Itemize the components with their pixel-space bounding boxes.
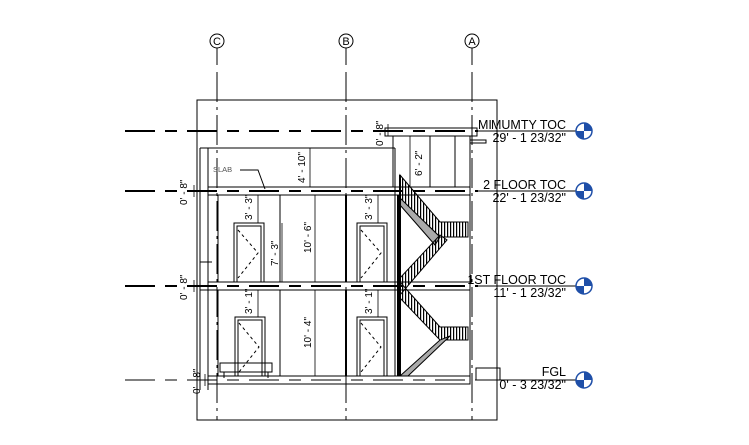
dim-slab-top: 0' - 8" bbox=[375, 120, 386, 146]
dim-parapet: 4' - 10" bbox=[297, 152, 308, 183]
level-name-1f: 1ST FLOOR TOC bbox=[467, 273, 566, 287]
level-target-icon bbox=[575, 122, 593, 140]
level-elevation-1f: 11' - 1 23/32" bbox=[493, 286, 566, 300]
dim-door-2f: 7' - 3" bbox=[270, 240, 281, 266]
dimensions bbox=[193, 124, 411, 386]
building-walls bbox=[199, 127, 501, 390]
level-head-2f[interactable]: 2 FLOOR TOC 22' - 1 23/32" bbox=[483, 178, 593, 205]
level-elevation-mumty: 29' - 1 23/32" bbox=[492, 131, 566, 145]
level-name-fgl: FGL bbox=[542, 365, 566, 379]
staircase bbox=[398, 173, 469, 377]
grid-head-a[interactable]: A bbox=[464, 33, 480, 49]
grid-label-b: B bbox=[342, 36, 349, 48]
level-target-icon bbox=[575, 277, 593, 295]
dim-lintel-1f-right: 3' - 1" bbox=[364, 288, 375, 314]
level-lines bbox=[125, 130, 578, 381]
dimension-labels: 0' - 8" 0' - 8" 0' - 8" 0' - 8" 4' - 10"… bbox=[179, 120, 425, 394]
level-name-mumty: MUMTY TOC bbox=[491, 118, 566, 132]
level-target-icon bbox=[575, 371, 593, 389]
slab-label: SLAB bbox=[213, 165, 232, 174]
dim-floor-2f: 10' - 6" bbox=[303, 222, 314, 253]
doors bbox=[219, 222, 388, 378]
dim-slab-gl: 0' - 8" bbox=[192, 368, 203, 394]
dim-lintel-2f-right: 3' - 3" bbox=[364, 194, 375, 220]
dim-mumty: 6' - 2" bbox=[414, 150, 425, 176]
grid-head-b[interactable]: B bbox=[338, 33, 354, 49]
level-name-2f: 2 FLOOR TOC bbox=[483, 178, 566, 192]
level-prefix-mumty: MI bbox=[478, 118, 492, 132]
grid-label-c: C bbox=[213, 36, 221, 48]
slab-note: SLAB bbox=[213, 165, 266, 190]
dim-lintel-1f-left: 3' - 1" bbox=[244, 288, 255, 314]
dim-slab-2f: 0' - 8" bbox=[179, 179, 190, 205]
level-head-fgl[interactable]: FGL 0' - 3 23/32" bbox=[499, 365, 593, 392]
level-head-mumty[interactable]: MI MUMTY TOC 29' - 1 23/32" bbox=[478, 118, 593, 145]
dim-lintel-2f-left: 3' - 3" bbox=[244, 194, 255, 220]
grid-head-c[interactable]: C bbox=[209, 33, 225, 49]
grid-label-a: A bbox=[468, 36, 476, 48]
level-target-icon bbox=[575, 182, 593, 200]
level-elevation-fgl: 0' - 3 23/32" bbox=[499, 378, 566, 392]
level-head-1f[interactable]: 1ST FLOOR TOC 11' - 1 23/32" bbox=[467, 273, 593, 300]
dim-floor-1f: 10' - 4" bbox=[303, 317, 314, 348]
dim-slab-1f: 0' - 8" bbox=[179, 274, 190, 300]
crop-region bbox=[196, 99, 498, 421]
level-elevation-2f: 22' - 1 23/32" bbox=[492, 191, 566, 205]
